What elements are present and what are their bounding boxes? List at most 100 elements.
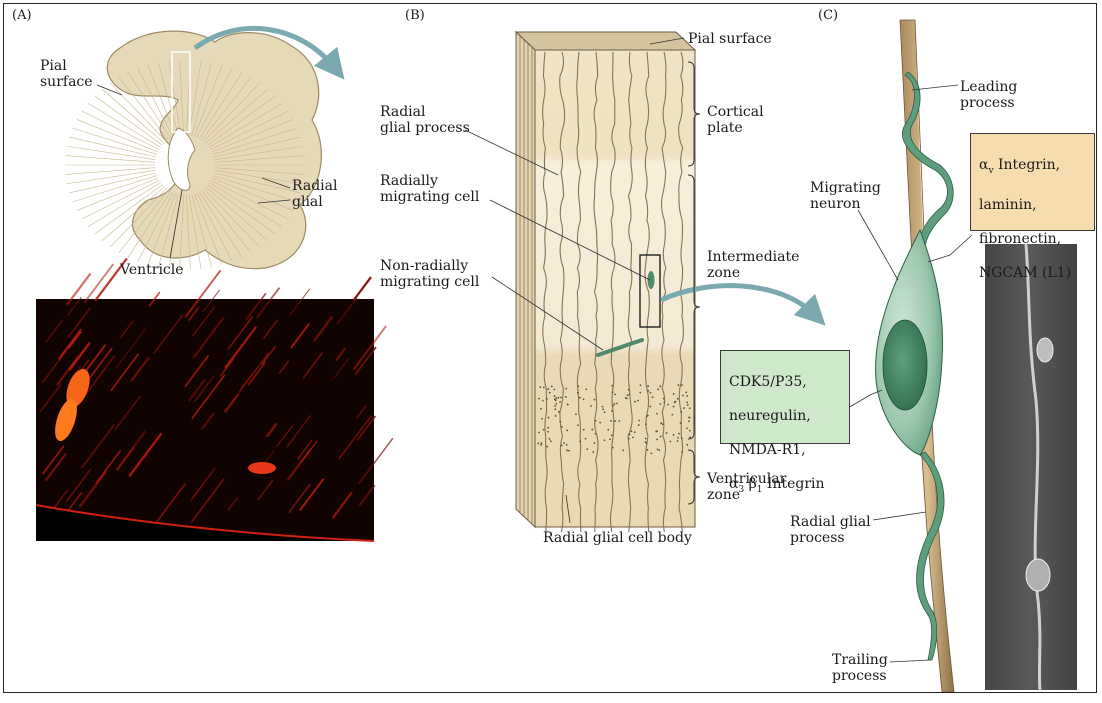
ventricular-cell-dot (561, 426, 563, 428)
striation-line (67, 146, 156, 159)
ventricular-cell-dot (609, 438, 611, 440)
ventricular-cell-dot (583, 398, 585, 400)
ventricular-cell-dot (630, 430, 632, 432)
ventricular-cell-dot (628, 389, 630, 391)
ventricular-cell-dot (625, 397, 627, 399)
ventricular-cell-dot (628, 394, 630, 396)
ventricular-cell-dot (681, 451, 683, 453)
em-neuron-body-upper (1037, 338, 1053, 362)
neuron-nucleus (883, 320, 927, 410)
cdk-line3: NMDA-R1, (729, 442, 806, 458)
ventricular-cell-dot (677, 398, 679, 400)
ventricular-cell-dot (612, 391, 614, 393)
ventricular-cell-dot (538, 398, 540, 400)
ventricular-cell-dot (546, 446, 548, 448)
ventricular-cell-dot (649, 406, 651, 408)
ventricular-cell-dot (611, 410, 613, 412)
ventricular-cell-dot (616, 402, 618, 404)
radial-migrating-cell (648, 271, 655, 289)
label-radial-glial-process-b: Radial glial process (380, 104, 470, 136)
striation-line (77, 119, 158, 152)
ventricular-cell-dot (563, 442, 565, 444)
ventricular-cell-dot (565, 396, 567, 398)
ventricular-cell-dot (611, 385, 613, 387)
ventricular-cell-dot (604, 439, 606, 441)
ventricular-cell-dot (547, 388, 549, 390)
integrin-callout-box: αv Integrin, laminin, fibronectin, NGCAM… (970, 133, 1095, 231)
ventricular-cell-dot (686, 395, 688, 397)
ventricular-cell-dot (650, 452, 652, 454)
ventricular-cell-dot (586, 448, 588, 450)
ventricular-cell-dot (656, 413, 658, 415)
fluorescence-streak (353, 277, 371, 300)
ventricular-cell-dot (663, 401, 665, 403)
ventricular-cell-dot (577, 424, 579, 426)
striation-line (69, 137, 156, 157)
label-radial-glial-cell-body: Radial glial cell body (543, 530, 692, 546)
ventricular-cell-dot (681, 384, 683, 386)
ventricular-cell-dot (540, 444, 542, 446)
ventricular-cell-dot (559, 421, 561, 423)
ventricular-cell-dot (640, 384, 642, 386)
cdk-line4: Integrin (762, 476, 824, 492)
ventricular-cell-dot (667, 404, 669, 406)
ventricular-cell-dot (689, 430, 691, 432)
integrin-line3: fibronectin, (979, 231, 1061, 247)
ventricular-cell-dot (554, 405, 556, 407)
ventricular-cell-dot (566, 444, 568, 446)
integrin-line4: NGCAM (L1) (979, 265, 1071, 281)
ventricular-cell-dot (614, 393, 616, 395)
ventricular-cell-dot (610, 420, 612, 422)
ventricular-cell-dot (688, 420, 690, 422)
ventricular-cell-dot (579, 397, 581, 399)
integrin-line1: Integrin, (994, 157, 1061, 173)
electron-micrograph (985, 244, 1077, 690)
ventricular-cell-dot (681, 438, 683, 440)
ventricular-cell-dot (560, 397, 562, 399)
label-intermediate-zone: Intermediate zone (707, 249, 799, 281)
ventricular-cell-dot (657, 388, 659, 390)
ventricular-cell-dot (655, 431, 657, 433)
ventricular-cell-dot (557, 397, 559, 399)
ventricular-cell-dot (585, 388, 587, 390)
ventricular-cell-dot (594, 442, 596, 444)
ventricular-cell-dot (542, 400, 544, 402)
ventricular-cell-dot (585, 438, 587, 440)
ventricular-cell-dot (677, 384, 679, 386)
ventricular-cell-dot (647, 385, 649, 387)
ventricular-cell-dot (645, 438, 647, 440)
ventricular-cell-dot (555, 415, 557, 417)
cdk-line2: neuregulin, (729, 408, 811, 424)
ventricular-cell-dot (614, 420, 616, 422)
ventricular-cell-dot (660, 436, 662, 438)
ventricular-cell-dot (673, 434, 675, 436)
ventricular-cell-dot (595, 433, 597, 435)
ventricular-cell-dot (599, 422, 601, 424)
ventricular-cell-dot (647, 415, 649, 417)
ventricular-cell-dot (558, 411, 560, 413)
label-migrating-neuron: Migrating neuron (810, 180, 881, 212)
ventricular-cell-dot (559, 401, 561, 403)
cortex-hemisphere-shape (107, 31, 321, 269)
ventricular-cell-dot (561, 445, 563, 447)
ventricular-cell-dot (568, 450, 570, 452)
panel-a-cortex-section (65, 28, 335, 269)
panel-c-letter: (C) (818, 8, 838, 24)
ventricular-cell-dot (613, 403, 615, 405)
ventricular-cell-dot (658, 449, 660, 451)
ventricular-cell-dot (685, 391, 687, 393)
label-pial-surface-b: Pial surface (688, 31, 772, 47)
ventricular-cell-dot (671, 414, 673, 416)
ventricular-cell-dot (579, 440, 581, 442)
panel-a-letter: (A) (12, 8, 32, 24)
ventricular-cell-dot (680, 411, 682, 413)
ventricular-cell-dot (611, 434, 613, 436)
ventricular-cell-dot (546, 398, 548, 400)
ventricular-cell-dot (634, 401, 636, 403)
ventricular-cell-dot (645, 441, 647, 443)
ventricular-cell-dot (678, 433, 680, 435)
ventricular-cell-dot (595, 420, 597, 422)
label-radial-glial-process-c: Radial glial process (790, 514, 871, 546)
leader-migrating-neuron-c (858, 210, 898, 280)
label-trailing-process: Trailing process (832, 652, 888, 684)
